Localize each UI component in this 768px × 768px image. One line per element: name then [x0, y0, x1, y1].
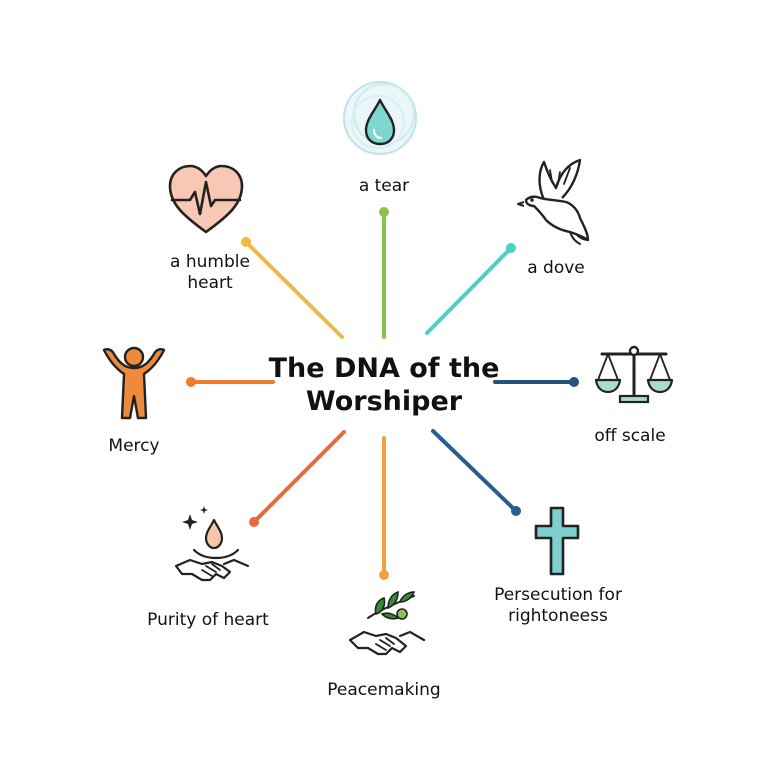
label-dove-line1: a dove: [527, 258, 585, 278]
connector-dot-tear: [379, 207, 389, 217]
label-purity: Purity of heart: [134, 610, 282, 631]
connector-dot-humble: [241, 237, 251, 247]
balance-scale-icon: [594, 345, 674, 404]
label-peacemaking-line1: Peacemaking: [327, 680, 441, 700]
label-humble: a humble heart: [150, 252, 270, 294]
label-tear: a tear: [324, 176, 444, 197]
connector-persecution: [431, 429, 518, 513]
handshake-olive-branch-icon: [348, 590, 426, 656]
cross-icon: [534, 506, 580, 576]
center-title: The DNA of the Worshiper: [254, 352, 514, 418]
heart-heartbeat-icon: [168, 164, 244, 234]
label-persecution: Persecution for rightoneess: [472, 585, 644, 627]
label-scale-line1: off scale: [594, 426, 666, 446]
connector-dot-peacemaking: [379, 570, 389, 580]
dove-icon: [517, 158, 590, 245]
label-mercy-line1: Mercy: [108, 436, 160, 456]
connector-dot-scale: [569, 377, 579, 387]
handshake-drop-icon: [174, 506, 250, 582]
connector-dot-dove: [506, 243, 516, 253]
label-humble-line1: a humble: [170, 252, 250, 272]
label-purity-line1: Purity of heart: [147, 610, 269, 630]
label-humble-line2: heart: [187, 273, 233, 293]
connector-dove: [425, 246, 513, 335]
center-title-line1: The DNA of the: [268, 353, 500, 384]
connector-dot-persecution: [511, 506, 521, 516]
label-peacemaking: Peacemaking: [314, 680, 454, 701]
connector-purity: [252, 430, 346, 524]
label-scale: off scale: [572, 426, 688, 447]
water-drop-icon: [343, 81, 417, 155]
center-title-line2: Worshiper: [305, 386, 463, 417]
connector-dot-purity: [249, 517, 259, 527]
connector-humble: [244, 240, 344, 339]
label-dove: a dove: [506, 258, 606, 279]
label-tear-line1: a tear: [358, 176, 410, 196]
label-mercy: Mercy: [92, 436, 176, 457]
label-persecution-line2: rightoneess: [508, 606, 608, 626]
person-raised-arms-icon: [102, 346, 166, 420]
label-persecution-line1: Persecution for: [494, 585, 622, 605]
connector-dot-mercy: [186, 377, 196, 387]
